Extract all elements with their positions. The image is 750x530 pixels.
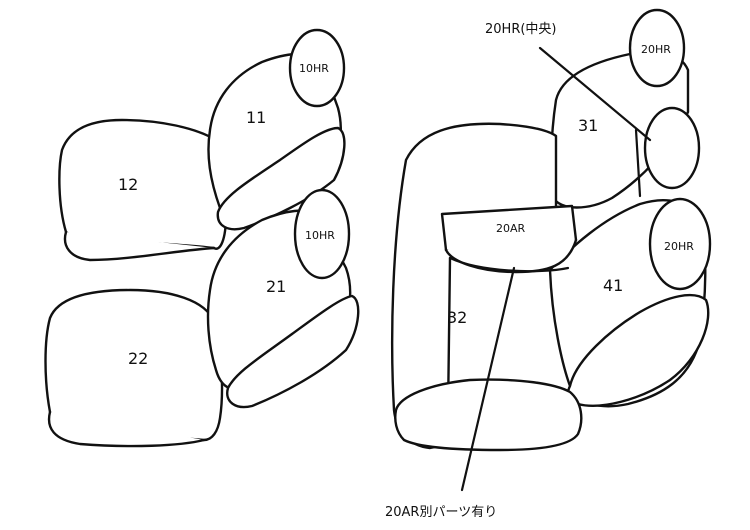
label-41: 41 — [603, 276, 623, 295]
headrest-rear-left — [628, 8, 686, 88]
seat-31-side-panel — [634, 128, 642, 198]
label-11: 11 — [246, 108, 266, 127]
label-21: 21 — [266, 277, 286, 296]
label-22: 22 — [128, 349, 148, 368]
label-31: 31 — [578, 116, 598, 135]
seat-11-lower-roll — [216, 126, 346, 231]
label-hr-front-upper: 10HR — [299, 62, 329, 75]
label-hr-rear-right: 20HR — [664, 240, 694, 253]
label-32: 32 — [447, 308, 467, 327]
callout-leader-center-headrest — [538, 46, 652, 142]
callout-center-headrest: 20HR(中央) — [485, 22, 557, 37]
seat-22-front-edge — [47, 410, 206, 448]
seat-12-front-edge — [63, 230, 216, 262]
seat-32-cushion-front — [394, 378, 583, 452]
label-armrest: 20AR — [496, 222, 526, 235]
headrest-rear-right — [648, 197, 712, 291]
seat-21-lower-roll — [226, 294, 360, 409]
label-hr-rear-left: 20HR — [641, 43, 671, 56]
callout-leader-armrest — [460, 266, 516, 492]
headrest-front-lower — [293, 188, 351, 280]
headrest-front-upper — [288, 28, 346, 108]
armrest-20ar-bottom-edge — [448, 256, 570, 273]
headrest-rear-center — [643, 106, 701, 190]
label-12: 12 — [118, 175, 138, 194]
label-hr-front-lower: 10HR — [305, 229, 335, 242]
callout-armrest-note: 20AR別パーツ有り — [385, 505, 497, 520]
seat-12-cushion — [58, 118, 228, 250]
